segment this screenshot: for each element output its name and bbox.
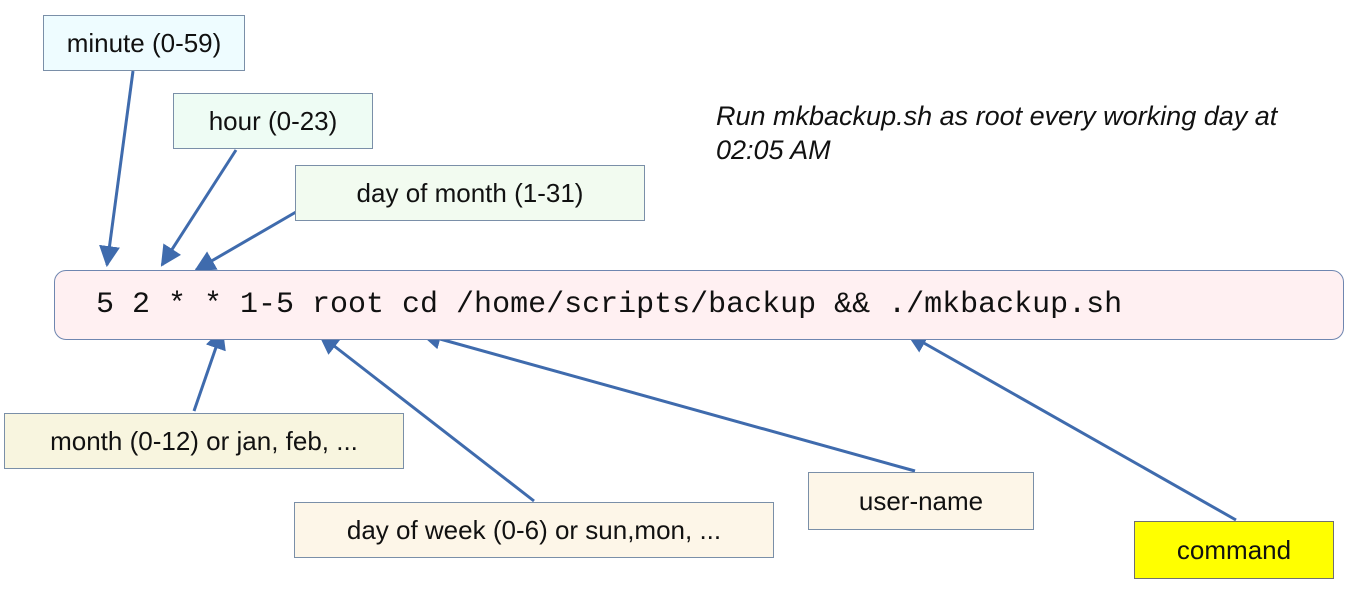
command-arrow: [906, 332, 1237, 522]
minute-label: minute (0-59): [66, 27, 222, 58]
user-name-label-box: user-name: [808, 472, 1034, 530]
command-label-box: command: [1134, 521, 1334, 579]
command-label: command: [1176, 534, 1292, 565]
day-of-month-label: day of month (1-31): [356, 177, 584, 208]
minute-label-box: minute (0-59): [43, 15, 245, 71]
day-of-month-arrow: [194, 210, 297, 272]
user-name-arrow: [419, 328, 916, 473]
cron-entry-bar: [54, 270, 1344, 340]
hour-label: hour (0-23): [208, 105, 338, 136]
month-label-box: month (0-12) or jan, feb, ...: [4, 413, 404, 469]
cron-entry-line: 5 2 * * 1-5 root cd /home/scripts/backup…: [96, 288, 1123, 322]
day-of-month-label-box: day of month (1-31): [295, 165, 645, 221]
hour-label-box: hour (0-23): [173, 93, 373, 149]
minute-arrow: [99, 70, 135, 268]
user-name-label: user-name: [858, 485, 984, 516]
hour-arrow: [160, 149, 238, 267]
day-of-week-label: day of week (0-6) or sun,mon, ...: [346, 514, 722, 545]
day-of-week-arrow: [318, 333, 535, 503]
day-of-week-label-box: day of week (0-6) or sun,mon, ...: [294, 502, 774, 558]
schedule-description: Run mkbackup.sh as root every working da…: [716, 101, 1278, 165]
month-arrow: [192, 328, 226, 412]
month-label: month (0-12) or jan, feb, ...: [50, 425, 358, 456]
